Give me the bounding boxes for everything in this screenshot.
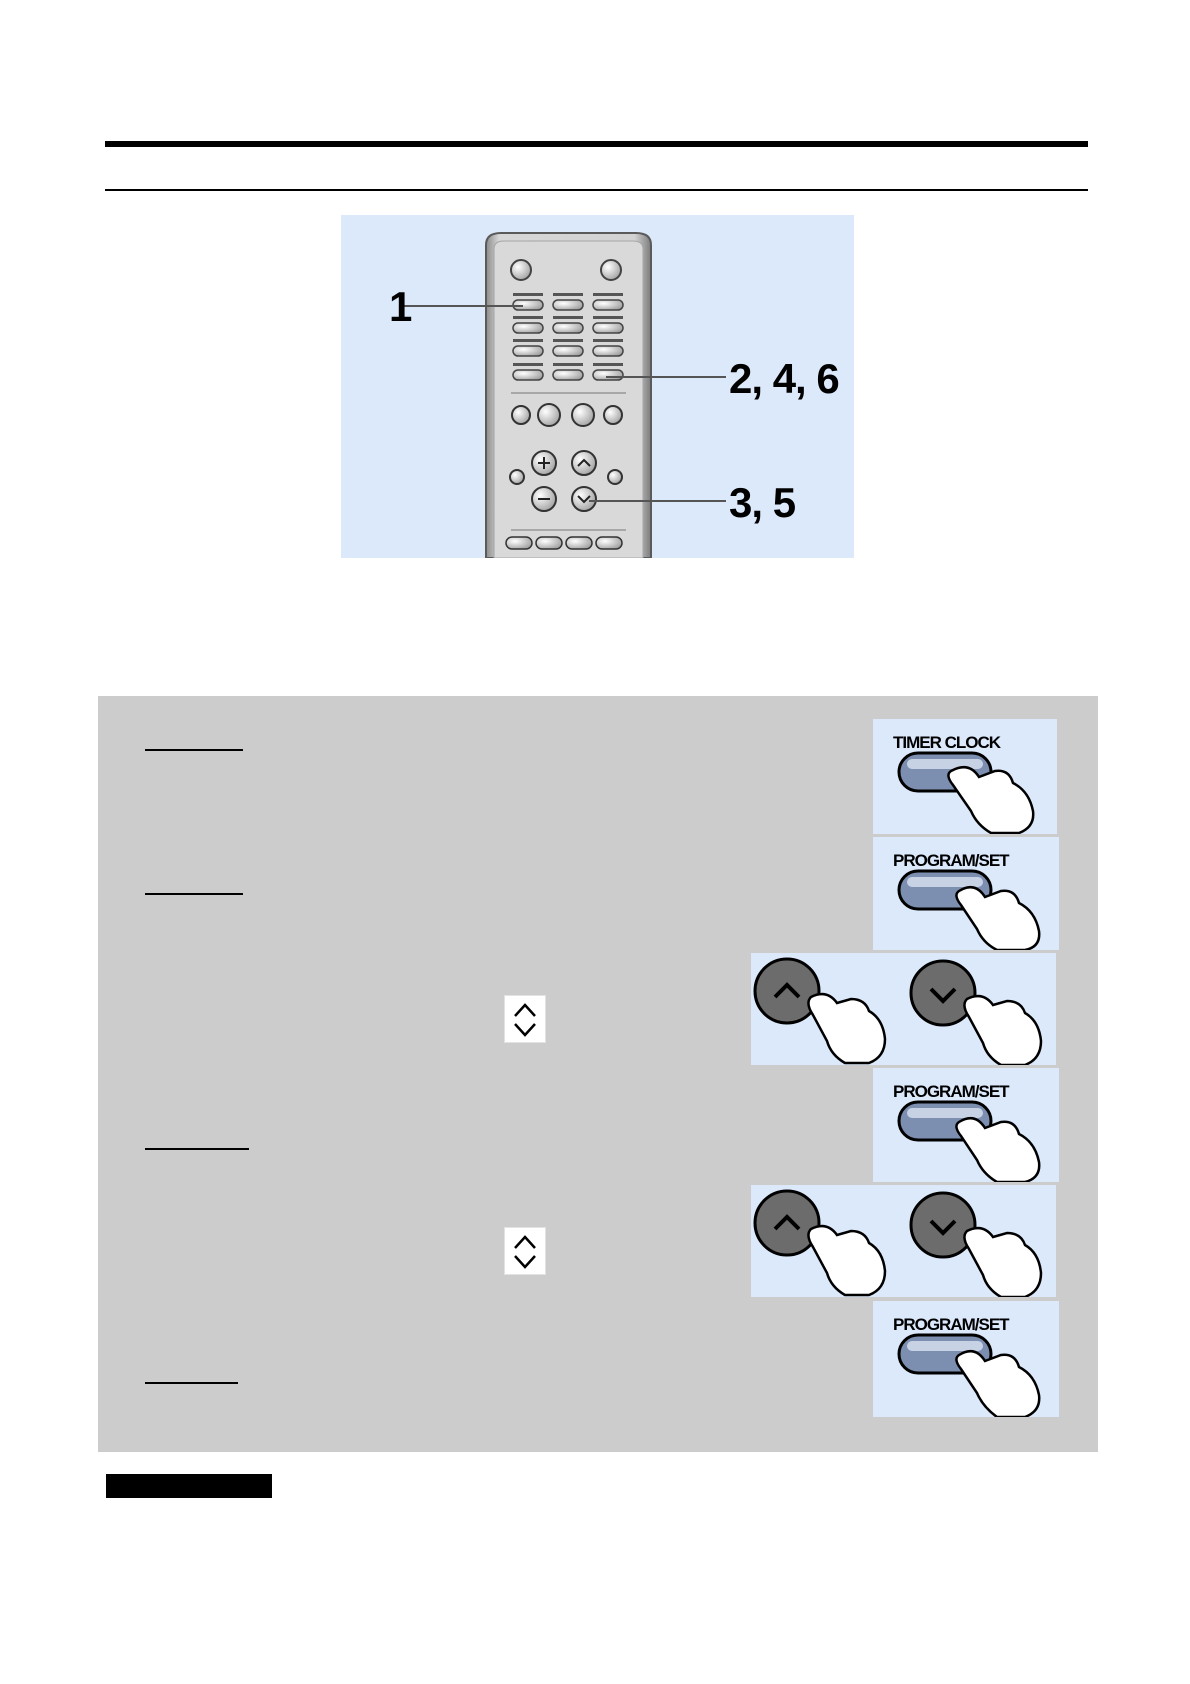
timer-clock-label: TIMER CLOCK — [893, 733, 1001, 752]
up-button — [753, 957, 821, 1025]
up-arrow-icon — [773, 982, 801, 999]
down-arrow-icon — [929, 987, 957, 1004]
down-arrow-icon — [514, 1255, 536, 1269]
callout-steps-3-5: 3, 5 — [729, 479, 796, 526]
step-1-underline — [145, 749, 243, 751]
tuning-arrows-tile-2 — [751, 1185, 1056, 1297]
top-thick-rule — [105, 141, 1088, 147]
down-button — [909, 1191, 977, 1259]
program-set-label-1: PROGRAM/SET — [893, 851, 1010, 870]
top-thin-rule — [105, 189, 1088, 191]
up-arrow-icon — [514, 1235, 536, 1249]
hand-pointer-icon — [947, 765, 1035, 834]
step-6-underline — [145, 1382, 238, 1384]
down-arrow-icon — [929, 1219, 957, 1236]
callout-step-1: 1 — [389, 283, 412, 330]
up-arrow-icon — [514, 1003, 536, 1017]
down-button — [909, 959, 977, 1027]
program-set-label-2: PROGRAM/SET — [893, 1082, 1010, 1101]
up-down-arrow-glyph — [504, 995, 546, 1043]
up-arrow-icon — [773, 1214, 801, 1231]
down-arrow-icon — [514, 1023, 536, 1037]
step-4-underline — [145, 1148, 249, 1150]
step-2-underline — [145, 893, 243, 895]
program-set-tile-1: PROGRAM/SET — [873, 837, 1059, 950]
remote-control-illustration — [404, 232, 726, 558]
steps-panel: TIMER CLOCK PROGRAM/SET PROGRAM/SET — [98, 696, 1098, 1452]
program-set-tile-2: PROGRAM/SET — [873, 1068, 1059, 1182]
hand-pointer-icon — [955, 1116, 1041, 1182]
callout-steps-2-4-6: 2, 4, 6 — [729, 355, 840, 402]
up-down-arrow-glyph-2 — [504, 1227, 546, 1275]
up-button — [753, 1189, 821, 1257]
hand-pointer-icon — [955, 885, 1041, 950]
hand-pointer-icon — [807, 1224, 887, 1297]
program-set-tile-3: PROGRAM/SET — [873, 1301, 1059, 1417]
timer-clock-tile: TIMER CLOCK — [873, 719, 1057, 834]
tuning-arrows-tile-1 — [751, 953, 1056, 1065]
hand-pointer-icon — [955, 1349, 1041, 1417]
hand-pointer-icon — [963, 1226, 1043, 1297]
note-heading-bar — [106, 1474, 272, 1498]
program-set-label-3: PROGRAM/SET — [893, 1315, 1010, 1334]
hand-pointer-icon — [807, 992, 887, 1065]
remote-illustration-panel: 1 2, 4, 6 3, 5 — [341, 215, 854, 558]
hand-pointer-icon — [963, 994, 1043, 1065]
